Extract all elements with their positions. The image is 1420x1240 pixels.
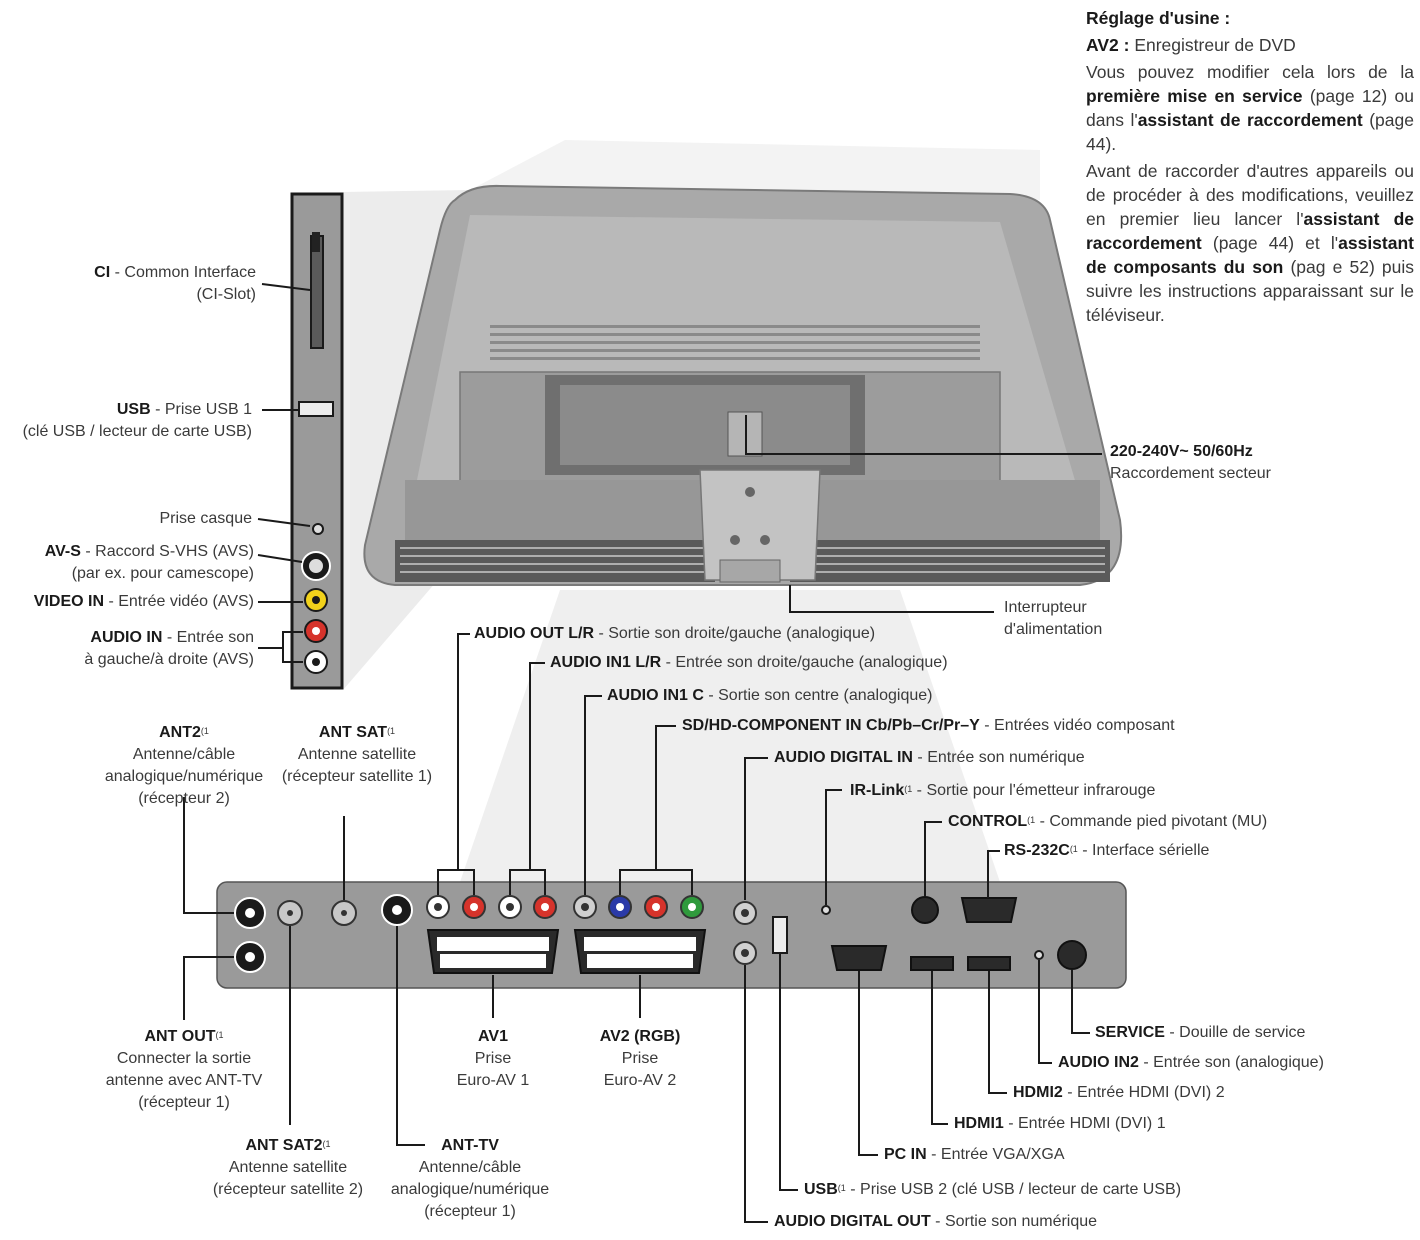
power-leaders [745, 415, 1102, 613]
tv-back-illustration [363, 184, 1123, 586]
label-power: 220-240V~ 50/60Hz Raccordement secteur [1110, 443, 1271, 482]
label-anttv: ANT-TV Antenne/câble analogique/numériqu… [390, 1137, 550, 1220]
label-audio-in1-c: AUDIO IN1 C - Sortie son centre (analogi… [607, 687, 933, 704]
label-service: SERVICE - Douille de service [1095, 1024, 1306, 1041]
note-p2-a: Avant de raccorder d'autres appareils ou… [1086, 161, 1414, 229]
note-av2-value: Enregistreur de DVD [1134, 35, 1296, 55]
note-p1-d: assistant de raccordement [1137, 110, 1363, 130]
label-audio-in2: AUDIO IN2 - Entrée son (analogique) [1058, 1054, 1324, 1071]
note-heading: Réglage d'usine : [1086, 8, 1231, 28]
label-antsat2: ANT SAT2(1 Antenne satellite (récepteur … [212, 1137, 364, 1198]
label-audio-in: AUDIO IN - Entrée son à gauche/à droite … [84, 629, 254, 668]
note-av2-key: AV2 : [1086, 35, 1130, 55]
note-p1-a: Vous pouvez modifier cela lors de la [1086, 62, 1414, 82]
label-av1: AV1 Prise Euro-AV 1 [456, 1028, 530, 1089]
back-panel [216, 881, 1127, 989]
factory-settings-note: Réglage d'usine : AV2 : Enregistreur de … [1086, 6, 1414, 330]
zoom-wedge-bottom [460, 590, 1000, 882]
label-component: SD/HD-COMPONENT IN Cb/Pb–Cr/Pr–Y - Entré… [682, 717, 1175, 734]
label-audio-digital-in: AUDIO DIGITAL IN - Entrée son numérique [774, 749, 1085, 766]
label-headphone: Prise casque [159, 510, 253, 527]
label-usb2: USB(1 - Prise USB 2 (clé USB / lecteur d… [804, 1181, 1182, 1198]
note-p1-e: (page 44). [1086, 110, 1414, 154]
label-usb1: USB - Prise USB 1 (clé USB / lecteur de … [22, 401, 252, 440]
label-audio-in1-lr: AUDIO IN1 L/R - Entrée son droite/gauche… [550, 654, 948, 671]
panel-leaders [183, 633, 1090, 1223]
note-p2-b: assistant de raccordement [1086, 209, 1414, 253]
label-power-switch: Interrupteur d'alimentation [1004, 599, 1103, 638]
label-video-in: VIDEO IN - Entrée vidéo (AVS) [33, 593, 254, 610]
label-ant2: ANT2(1 Antenne/câble analogique/numériqu… [104, 724, 264, 807]
label-hdmi1: HDMI1 - Entrée HDMI (DVI) 1 [954, 1115, 1166, 1132]
side-leaders [257, 283, 311, 663]
label-pcin: PC IN - Entrée VGA/XGA [884, 1146, 1065, 1163]
note-p2-e: (pag e 52) puis suivre les instructions … [1086, 257, 1414, 325]
zoom-wedge-top [470, 140, 1040, 200]
note-p1-b: première mise en service [1086, 86, 1303, 106]
label-hdmi2: HDMI2 - Entrée HDMI (DVI) 2 [1013, 1084, 1225, 1101]
label-audio-out: AUDIO OUT L/R - Sortie son droite/gauche… [474, 625, 876, 642]
note-p2-d: assistant de composants du son [1086, 233, 1414, 277]
label-rs232: RS-232C(1 - Interface sérielle [1004, 842, 1210, 859]
side-panel [290, 192, 344, 690]
label-ci: CI - Common Interface (CI-Slot) [94, 264, 256, 303]
note-p2-c: (page 44) et l' [1212, 233, 1339, 253]
label-antout: ANT OUT(1 Connecter la sortie antenne av… [105, 1028, 263, 1111]
label-av2: AV2 (RGB) Prise Euro-AV 2 [599, 1028, 681, 1089]
label-audio-digital-out: AUDIO DIGITAL OUT - Sortie son numérique [774, 1213, 1098, 1230]
label-antsat: ANT SAT(1 Antenne satellite (récepteur s… [281, 724, 433, 785]
note-p1-c: (page 12) ou dans l' [1086, 86, 1414, 130]
label-irlink: IR-Link(1 - Sortie pour l'émetteur infra… [850, 782, 1156, 799]
label-avs: AV-S - Raccord S-VHS (AVS) (par ex. pour… [44, 543, 254, 582]
label-control: CONTROL(1 - Commande pied pivotant (MU) [948, 813, 1268, 830]
